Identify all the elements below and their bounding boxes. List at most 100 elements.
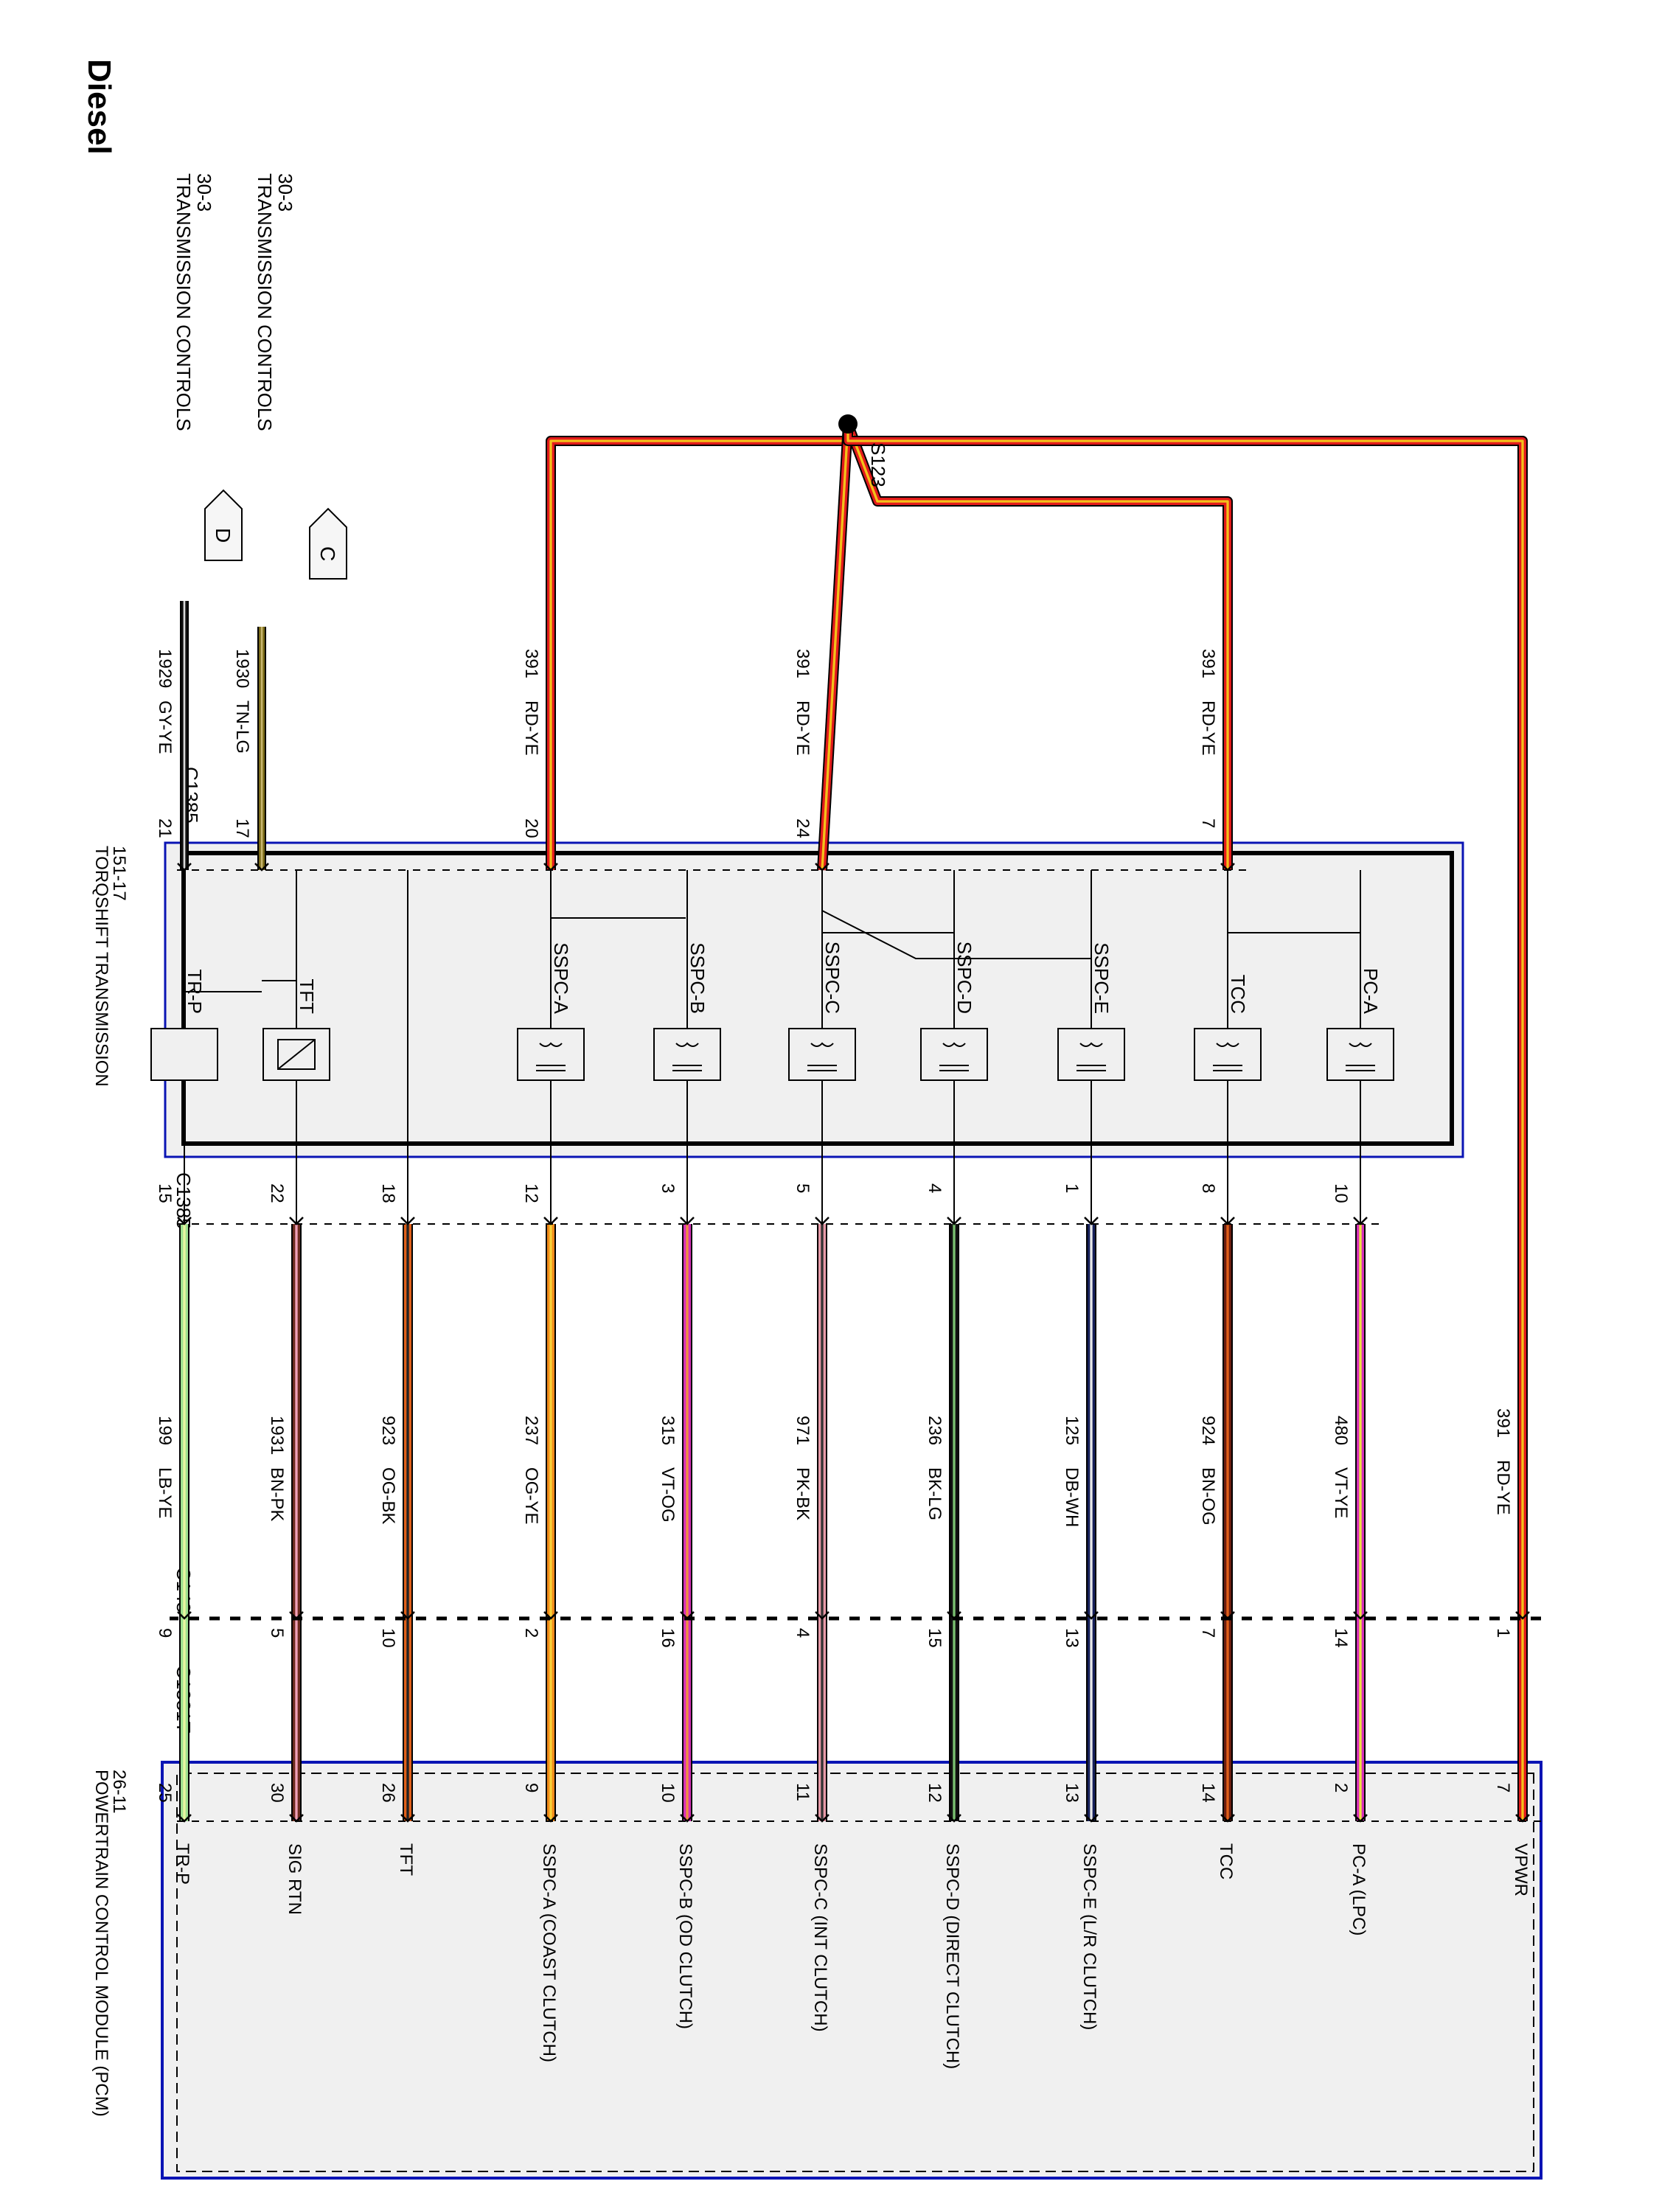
circuit-number-0: 199 xyxy=(155,1416,175,1445)
transmission-box xyxy=(164,841,1464,1158)
svg-text:C: C xyxy=(316,546,339,561)
pcm-chevron-2 xyxy=(400,1814,415,1823)
top-wire-chevron-1 xyxy=(254,863,269,872)
vpwr-pcm-label: VPWR xyxy=(1511,1843,1531,1896)
inline-pin-7: 13 xyxy=(1062,1628,1082,1648)
top-wire-circuit-2: 391 xyxy=(521,649,541,678)
pcm-label-0: TR-P xyxy=(173,1843,192,1885)
top-wire-circuit-3: 391 xyxy=(793,649,813,678)
top-wire-color-4: RD-YE xyxy=(1198,700,1218,756)
pcm-chevron-4 xyxy=(680,1814,695,1823)
component-tft: TFT xyxy=(262,978,330,1081)
inline-pin-1: 5 xyxy=(267,1628,287,1638)
splice-dot xyxy=(838,414,858,434)
thermistor-icon-line xyxy=(277,1039,316,1070)
circuit-color-2: OG-BK xyxy=(378,1467,398,1524)
component-box xyxy=(788,1028,856,1081)
component-box xyxy=(1194,1028,1262,1081)
coil-icon xyxy=(672,1042,702,1071)
vpwr-circuit: 391 xyxy=(1493,1408,1513,1438)
pcm-chevron-6 xyxy=(947,1814,961,1823)
coil-icon xyxy=(536,1042,566,1071)
circuit-color-9: VT-YE xyxy=(1331,1467,1351,1518)
trans-pin-8: 8 xyxy=(1198,1183,1218,1193)
wire-top-391-c xyxy=(844,422,1231,870)
circuit-number-3: 237 xyxy=(521,1416,541,1445)
component-pc-a: PC-A xyxy=(1326,968,1394,1081)
top-wire-color-2: RD-YE xyxy=(521,700,541,756)
pcm-label-3: SSPC-A (COAST CLUTCH) xyxy=(539,1843,559,2062)
pcm-box xyxy=(161,1761,1543,2180)
inline-pin-8: 7 xyxy=(1198,1628,1218,1638)
top-wire-pin-3: 24 xyxy=(793,818,813,838)
svg-text:D: D xyxy=(212,528,234,543)
connector-c-ref: C xyxy=(309,507,347,580)
circuit-number-2: 923 xyxy=(378,1416,398,1445)
inline-chevron-0 xyxy=(177,1611,192,1620)
circuit-color-7: DB-WH xyxy=(1062,1467,1082,1527)
coil-icon xyxy=(807,1042,837,1071)
inline-pin-4: 16 xyxy=(658,1628,678,1648)
inline-pin-9: 14 xyxy=(1331,1628,1351,1648)
connector-d-ref: D xyxy=(204,489,243,561)
inline-chevron-9 xyxy=(1353,1611,1368,1620)
pcm-label-8: TCC xyxy=(1216,1843,1236,1879)
trans-pin-2: 18 xyxy=(378,1183,398,1203)
pcm-inner-box xyxy=(176,1773,1534,2172)
trans-bottom-chevron-2 xyxy=(400,1217,415,1225)
pcm-label-6: SSPC-D (DIRECT CLUTCH) xyxy=(942,1843,962,2069)
component-box xyxy=(920,1028,988,1081)
internal-feed-sspcc-d xyxy=(821,910,1091,959)
top-wire-color-1: TN-LG xyxy=(232,700,252,754)
circuit-number-4: 315 xyxy=(658,1416,678,1445)
vpwr-color: RD-YE xyxy=(1493,1460,1513,1515)
ref-d-title: TRANSMISSION CONTROLS xyxy=(173,173,195,431)
circuit-color-4: VT-OG xyxy=(658,1467,678,1523)
coil-icon xyxy=(1346,1042,1375,1071)
top-wire-circuit-0: 1929 xyxy=(155,649,175,688)
diagram-stage: Diesel TRANSMISSION CONTROLS 30-3 TRANSM… xyxy=(81,59,1543,2180)
component-box xyxy=(1057,1028,1125,1081)
inline-pin-6: 15 xyxy=(925,1628,945,1648)
component-label: SSPC-C xyxy=(821,942,844,1014)
ref-d-page: 30-3 xyxy=(193,173,215,212)
inline-chevron-5 xyxy=(815,1611,830,1620)
component-label: SSPC-D xyxy=(953,942,975,1014)
wire-top-391-c-stripe xyxy=(846,423,1229,870)
pcm-pin-0: 25 xyxy=(155,1783,175,1803)
vpwr-inline-pin: 1 xyxy=(1493,1628,1513,1638)
component-sspc-e: SSPC-E xyxy=(1057,942,1125,1081)
component-sspc-d: SSPC-D xyxy=(920,942,988,1081)
top-wire-circuit-4: 391 xyxy=(1198,649,1218,678)
transmission-page: 151-17 xyxy=(109,846,129,901)
pcm-label-4: SSPC-B (OD CLUTCH) xyxy=(675,1843,695,2029)
top-wire-chevron-3 xyxy=(815,863,830,872)
inline-pin-0: 9 xyxy=(155,1628,175,1638)
pcm-chevron-5 xyxy=(815,1814,830,1823)
component-sspc-b: SSPC-B xyxy=(653,942,721,1081)
ref-c-page: 30-3 xyxy=(274,173,296,212)
trans-pin-5: 5 xyxy=(793,1183,813,1193)
component-box xyxy=(517,1028,585,1081)
circuit-color-1: BN-PK xyxy=(267,1467,287,1521)
pcm-pin-1: 30 xyxy=(267,1783,287,1803)
pcm-label-9: PC-A (LPC) xyxy=(1349,1843,1368,1935)
component-label: SSPC-E xyxy=(1091,942,1113,1014)
pcm-pin-3: 9 xyxy=(521,1783,541,1792)
wire-top-391-b-stripe xyxy=(821,423,849,871)
circuit-color-3: OG-YE xyxy=(521,1467,541,1524)
top-wire-pin-1: 17 xyxy=(232,818,252,838)
pcm-label-2: TFT xyxy=(396,1843,416,1876)
inline-chevron-vpwr xyxy=(1515,1611,1530,1620)
trans-bottom-chevron-5 xyxy=(815,1217,830,1225)
wire-top-391-a-stripe xyxy=(549,439,848,870)
circuit-number-7: 125 xyxy=(1062,1416,1082,1445)
component-sspc-a: SSPC-A xyxy=(517,942,585,1081)
trans-pin-6: 4 xyxy=(925,1183,945,1193)
pcm-page: 26-11 xyxy=(109,1770,129,1814)
trans-pin-1: 22 xyxy=(267,1183,287,1203)
inline-pin-2: 10 xyxy=(378,1628,398,1648)
circuit-color-0: LB-YE xyxy=(155,1467,175,1518)
transmission-title: TORQSHIFT TRANSMISSION xyxy=(91,846,111,1087)
component-sspc-c: SSPC-C xyxy=(788,942,856,1081)
